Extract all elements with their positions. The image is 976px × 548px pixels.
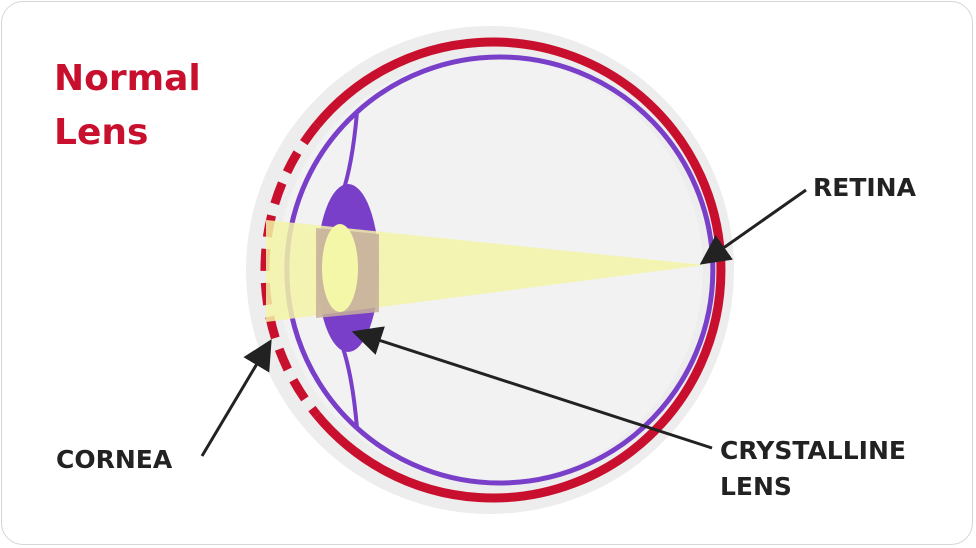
diagram-title: Normal Lens [54, 52, 201, 160]
sclera [313, 37, 726, 503]
arrow-icon [200, 339, 272, 457]
choroid [355, 54, 716, 486]
title-line-2: Lens [54, 112, 149, 153]
lens-label-line-2: LENS [720, 472, 792, 501]
lens-label-line-1: CRYSTALLINE [720, 436, 906, 465]
arrow-icon [699, 188, 807, 265]
cornea-label: CORNEA [56, 445, 173, 474]
lens-core [322, 224, 358, 312]
crystalline-lens-label: CRYSTALLINE LENS [720, 433, 906, 505]
title-line-1: Normal [54, 58, 201, 99]
cornea [260, 122, 321, 418]
arrow-icon [351, 326, 713, 450]
retina-label: RETINA [813, 173, 916, 202]
